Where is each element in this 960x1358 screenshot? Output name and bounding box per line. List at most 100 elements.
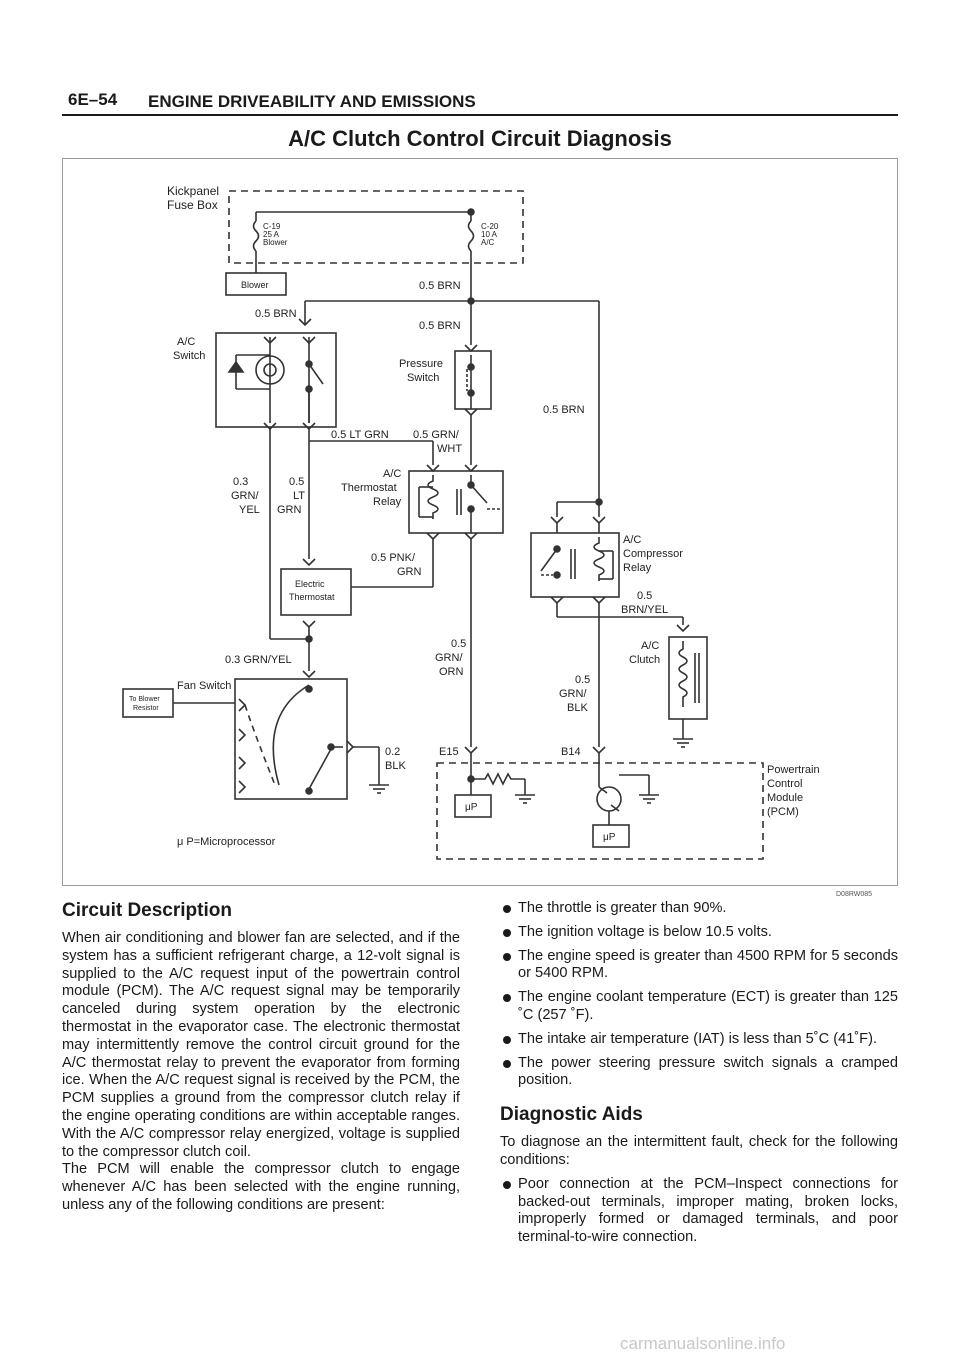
ac-clutch-label-1: A/C bbox=[641, 640, 659, 652]
pcm-micro-1-label: μP bbox=[465, 802, 478, 813]
thermostat-relay-label-3: Relay bbox=[373, 496, 402, 508]
wire-label-brn-pressure: 0.5 BRN bbox=[419, 320, 461, 332]
blower-resistor-box bbox=[122, 688, 174, 718]
list-item: The intake air temperature (IAT) is less… bbox=[500, 1031, 898, 1049]
wire-label-lt-grn-v-3: GRN bbox=[277, 504, 302, 516]
list-item: The ignition voltage is below 10.5 volts… bbox=[500, 924, 898, 942]
compressor-relay-box bbox=[530, 532, 620, 598]
fuse-c20-rating: 10 A bbox=[481, 230, 498, 239]
wire-label-grn-wht-1: 0.5 GRN/ bbox=[413, 429, 460, 441]
right-column: The throttle is greater than 90%. The ig… bbox=[500, 900, 898, 1253]
circuit-description-para1: When air conditioning and blower fan are… bbox=[62, 930, 460, 1160]
fuse-box-label-2: Fuse Box bbox=[167, 198, 218, 212]
blower-label: Blower bbox=[241, 280, 269, 290]
pcm-label-4: (PCM) bbox=[767, 806, 799, 818]
pcm-micro-2 bbox=[592, 824, 630, 848]
blower-box bbox=[225, 272, 287, 296]
wire-label-blk-2: BLK bbox=[385, 760, 406, 772]
page-title: A/C Clutch Control Circuit Diagnosis bbox=[288, 126, 672, 151]
ac-switch-label-1: A/C bbox=[177, 336, 195, 348]
fuse-c19-symbol bbox=[252, 220, 260, 252]
fuse-c19-label: C-19 bbox=[263, 222, 281, 231]
pcm-label-2: Control bbox=[767, 778, 802, 790]
wire-label-grn-orn-3: ORN bbox=[439, 666, 464, 678]
electric-thermostat-label-1: Electric bbox=[295, 579, 325, 589]
compressor-relay-label-2: Compressor bbox=[623, 548, 683, 560]
pressure-switch-label-2: Switch bbox=[407, 372, 439, 384]
pcm-label-1: Powertrain bbox=[767, 764, 820, 776]
ac-switch-label-2: Switch bbox=[173, 350, 205, 362]
blower-resistor-label-2: Resistor bbox=[133, 705, 159, 712]
wire-label-brn-switch: 0.5 BRN bbox=[255, 308, 297, 320]
wire-label-grn-orn-2: GRN/ bbox=[435, 652, 463, 664]
wire-label-brn-right: 0.5 BRN bbox=[543, 404, 585, 416]
wire-label-pnk-grn-1: 0.5 PNK/ bbox=[371, 552, 416, 564]
thermostat-relay-label-2: Thermostat bbox=[341, 482, 397, 494]
wire-label-grn-yel-v-2: GRN/ bbox=[231, 490, 259, 502]
fan-switch-label: Fan Switch bbox=[177, 680, 231, 692]
electric-thermostat-box bbox=[280, 568, 352, 616]
thermostat-relay-label-1: A/C bbox=[383, 468, 401, 480]
fuse-box-label-1: Kickpanel bbox=[167, 184, 219, 198]
list-item: The power steering pressure switch signa… bbox=[500, 1055, 898, 1091]
pcm-transistor bbox=[596, 786, 622, 812]
section-title: ENGINE DRIVEABILITY AND EMISSIONS bbox=[148, 92, 476, 111]
wire-label-grn-yel-v-3: YEL bbox=[239, 504, 260, 516]
pressure-switch-label-1: Pressure bbox=[399, 358, 443, 370]
fuse-c20-symbol bbox=[467, 220, 475, 252]
wire-label-grn-orn-1: 0.5 bbox=[451, 638, 466, 650]
pcm-label-3: Module bbox=[767, 792, 803, 804]
fuse-c19-circuit: Blower bbox=[263, 238, 288, 247]
pin-b14: B14 bbox=[561, 746, 581, 758]
wire-label-lt-grn-v-1: 0.5 bbox=[289, 476, 304, 488]
wire-label-blk-1: 0.2 bbox=[385, 746, 400, 758]
list-item: The engine coolant temperature (ECT) is … bbox=[500, 989, 898, 1025]
wiring-diagram: Kickpanel Fuse Box C-19 25 A Blower C-20… bbox=[62, 158, 898, 886]
pin-e15: E15 bbox=[439, 746, 459, 758]
conditions-list: The throttle is greater than 90%. The ig… bbox=[500, 900, 898, 1090]
wire-label-pnk-grn-2: GRN bbox=[397, 566, 422, 578]
circuit-description-para2: The PCM will enable the compressor clutc… bbox=[62, 1161, 460, 1213]
page-number: 6E–54 bbox=[68, 90, 118, 109]
wire-label-grn-blk-1: 0.5 bbox=[575, 674, 590, 686]
ac-switch-indicator bbox=[255, 355, 285, 385]
header-rule bbox=[62, 114, 898, 116]
fuse-c19-rating: 25 A bbox=[263, 230, 280, 239]
fan-switch-box bbox=[234, 678, 348, 800]
list-item: The engine speed is greater than 4500 RP… bbox=[500, 948, 898, 984]
diagnostic-aids-intro: To diagnose an the intermittent fault, c… bbox=[500, 1134, 898, 1168]
wire-label-grn-wht-2: WHT bbox=[437, 443, 462, 455]
pcm-micro-1 bbox=[454, 794, 492, 818]
pcm-micro-2-label: μP bbox=[603, 832, 616, 843]
watermark: carmanualsonline.info bbox=[620, 1334, 786, 1353]
compressor-relay-label-3: Relay bbox=[623, 562, 652, 574]
wire-label-lt-grn: 0.5 LT GRN bbox=[331, 429, 389, 441]
electric-thermostat-label-2: Thermostat bbox=[289, 592, 335, 602]
fuse-c20-label: C-20 bbox=[481, 222, 499, 231]
diagnostic-aids-list: Poor connection at the PCM–Inspect conne… bbox=[500, 1176, 898, 1247]
wire-label-grn-yel-v-1: 0.3 bbox=[233, 476, 248, 488]
blower-resistor-label-1: To Blower bbox=[129, 696, 160, 703]
ac-switch-box bbox=[215, 332, 337, 428]
fuse-box-outline bbox=[228, 190, 524, 264]
ac-clutch-label-2: Clutch bbox=[629, 654, 660, 666]
list-item: Poor connection at the PCM–Inspect conne… bbox=[500, 1176, 898, 1247]
wire-label-lt-grn-v-2: LT bbox=[293, 490, 305, 502]
wire-label-grn-blk-3: BLK bbox=[567, 702, 588, 714]
micro-legend: μ P=Microprocessor bbox=[177, 836, 276, 848]
pressure-switch-box bbox=[454, 350, 492, 410]
diagnostic-aids-heading: Diagnostic Aids bbox=[500, 1104, 643, 1126]
circuit-description-heading: Circuit Description bbox=[62, 900, 232, 921]
pcm-outline bbox=[436, 762, 764, 860]
wire-label-grn-blk-2: GRN/ bbox=[559, 688, 587, 700]
wire-label-brn-top: 0.5 BRN bbox=[419, 280, 461, 292]
fuse-c20-circuit: A/C bbox=[481, 238, 495, 247]
circuit-description-section: Circuit Description When air conditionin… bbox=[62, 900, 460, 1215]
compressor-relay-label-1: A/C bbox=[623, 534, 641, 546]
wire-label-brn-yel-1: 0.5 bbox=[637, 590, 652, 602]
wire-label-brn-yel-2: BRN/YEL bbox=[621, 604, 668, 616]
list-item: The throttle is greater than 90%. bbox=[500, 900, 898, 918]
figure-id: D08RW085 bbox=[836, 891, 873, 898]
thermostat-relay-box bbox=[408, 470, 504, 534]
ac-clutch-box bbox=[668, 636, 708, 720]
